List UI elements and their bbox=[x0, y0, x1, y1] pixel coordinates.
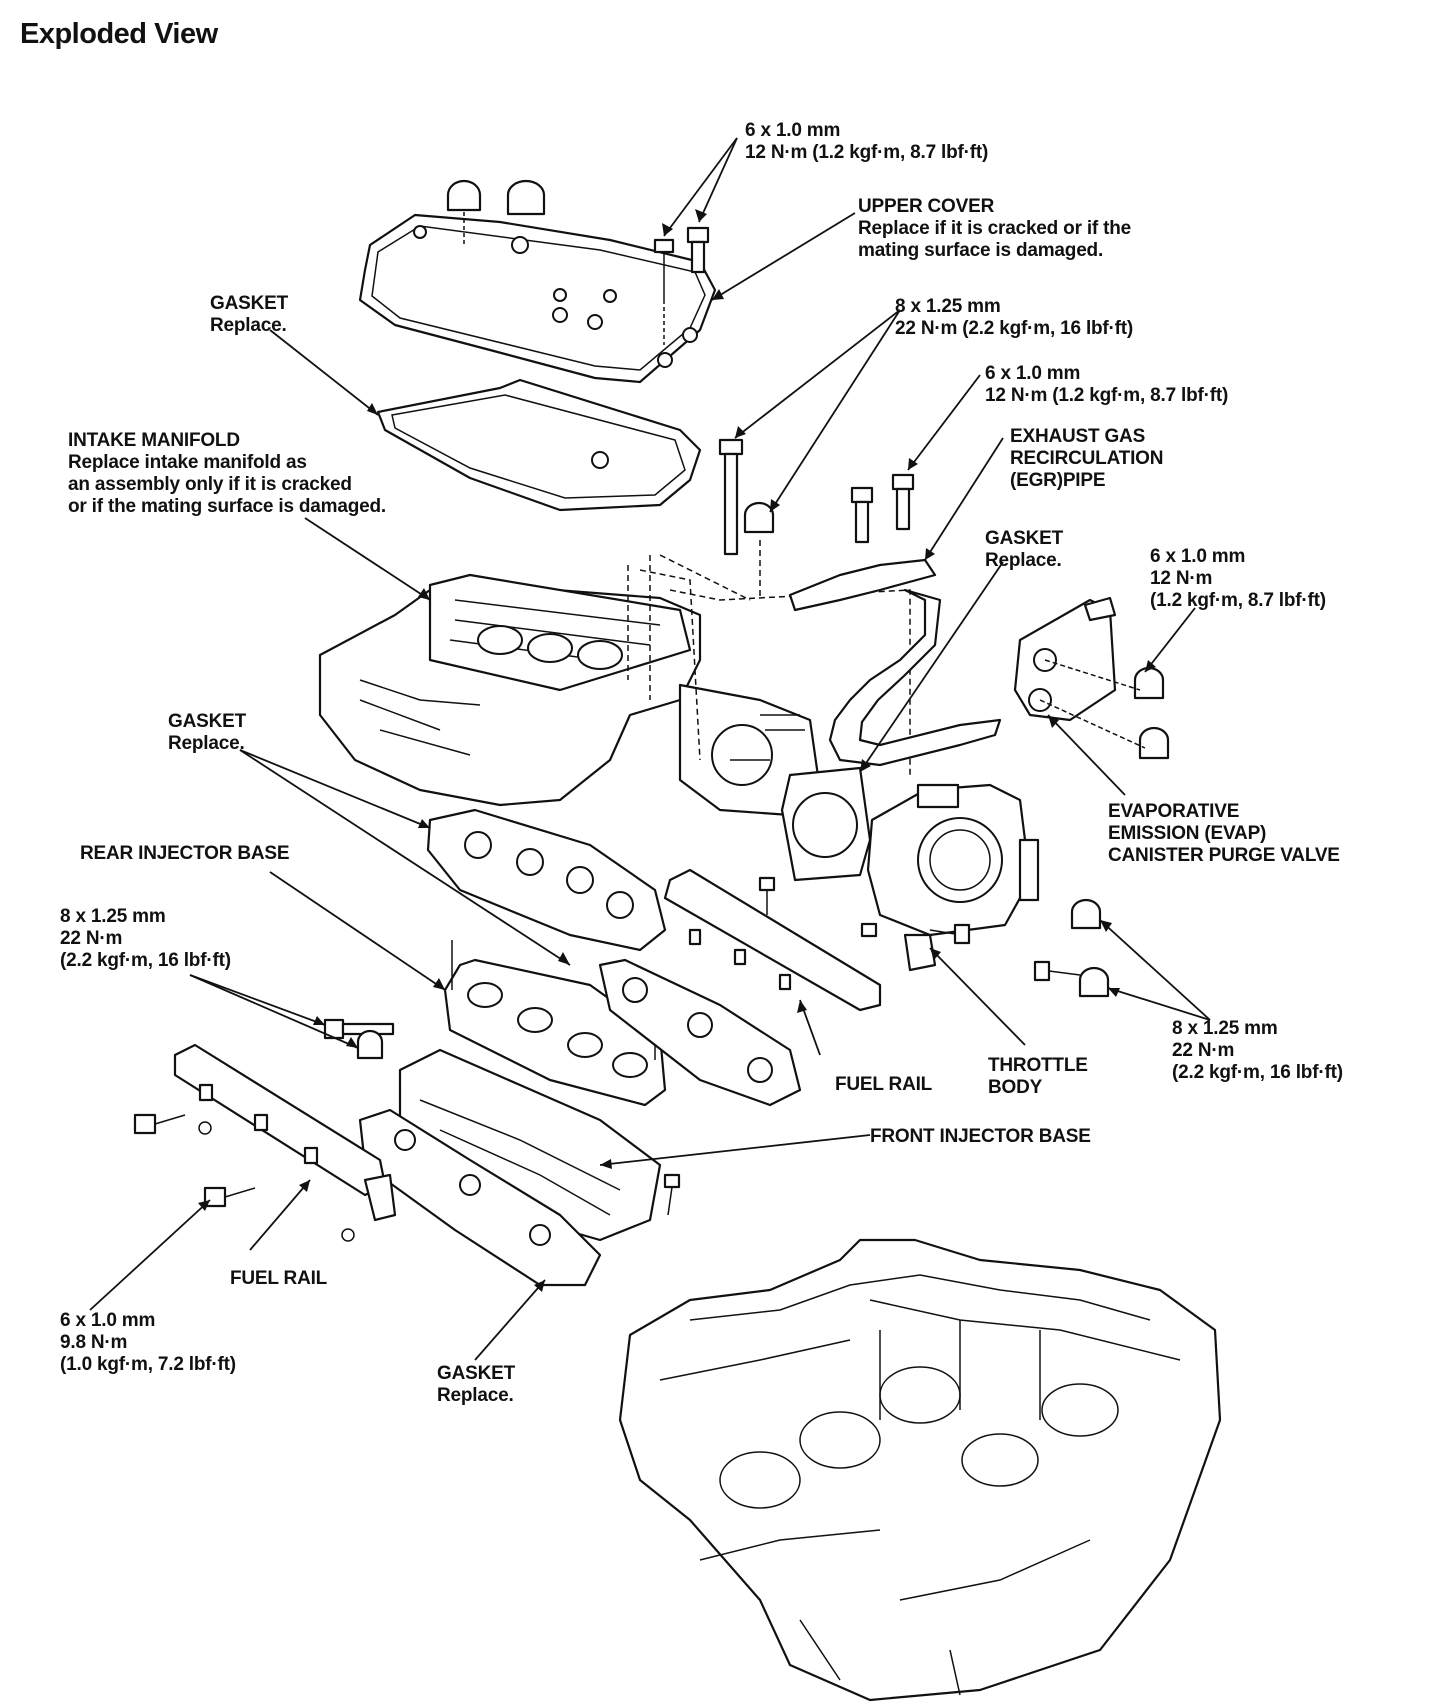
rear-fuel-rail-label: FUEL RAIL bbox=[835, 1074, 933, 1095]
rear-injector-gasket bbox=[598, 958, 802, 1107]
evap-valve bbox=[1013, 596, 1170, 760]
throttle-body bbox=[866, 783, 1040, 972]
rear-fuel-rail bbox=[663, 868, 882, 1012]
arrowheads bbox=[198, 209, 1156, 1292]
front-fuel-rail-label: FUEL RAIL bbox=[230, 1268, 328, 1289]
intake-manifold bbox=[318, 573, 822, 817]
egr-pipe bbox=[788, 558, 1002, 767]
injector-base-bolts bbox=[323, 1018, 681, 1216]
front-injector-gasket bbox=[358, 1108, 602, 1287]
cover-cap bbox=[446, 179, 546, 245]
front-fuel-rail bbox=[173, 1043, 397, 1222]
manifold-bolts bbox=[718, 438, 775, 556]
throttle-bolts bbox=[929, 898, 1110, 998]
upper-cover-bolts bbox=[653, 226, 710, 345]
egr-bolts bbox=[850, 473, 915, 544]
front-injector-base-label: FRONT INJECTOR BASE bbox=[870, 1126, 1091, 1147]
rear-injector-base bbox=[443, 940, 667, 1107]
throttle-gasket bbox=[780, 766, 872, 882]
upper-gasket bbox=[376, 378, 702, 512]
engine-block bbox=[618, 1238, 1222, 1702]
front-rail-bolts bbox=[133, 1113, 355, 1242]
manifold-gasket bbox=[426, 808, 667, 952]
rear-injector-base-label: REAR INJECTOR BASE bbox=[80, 843, 290, 864]
diagram-title: Exploded View bbox=[20, 18, 218, 50]
upper-cover bbox=[358, 213, 717, 384]
assembly-lines bbox=[627, 540, 911, 775]
